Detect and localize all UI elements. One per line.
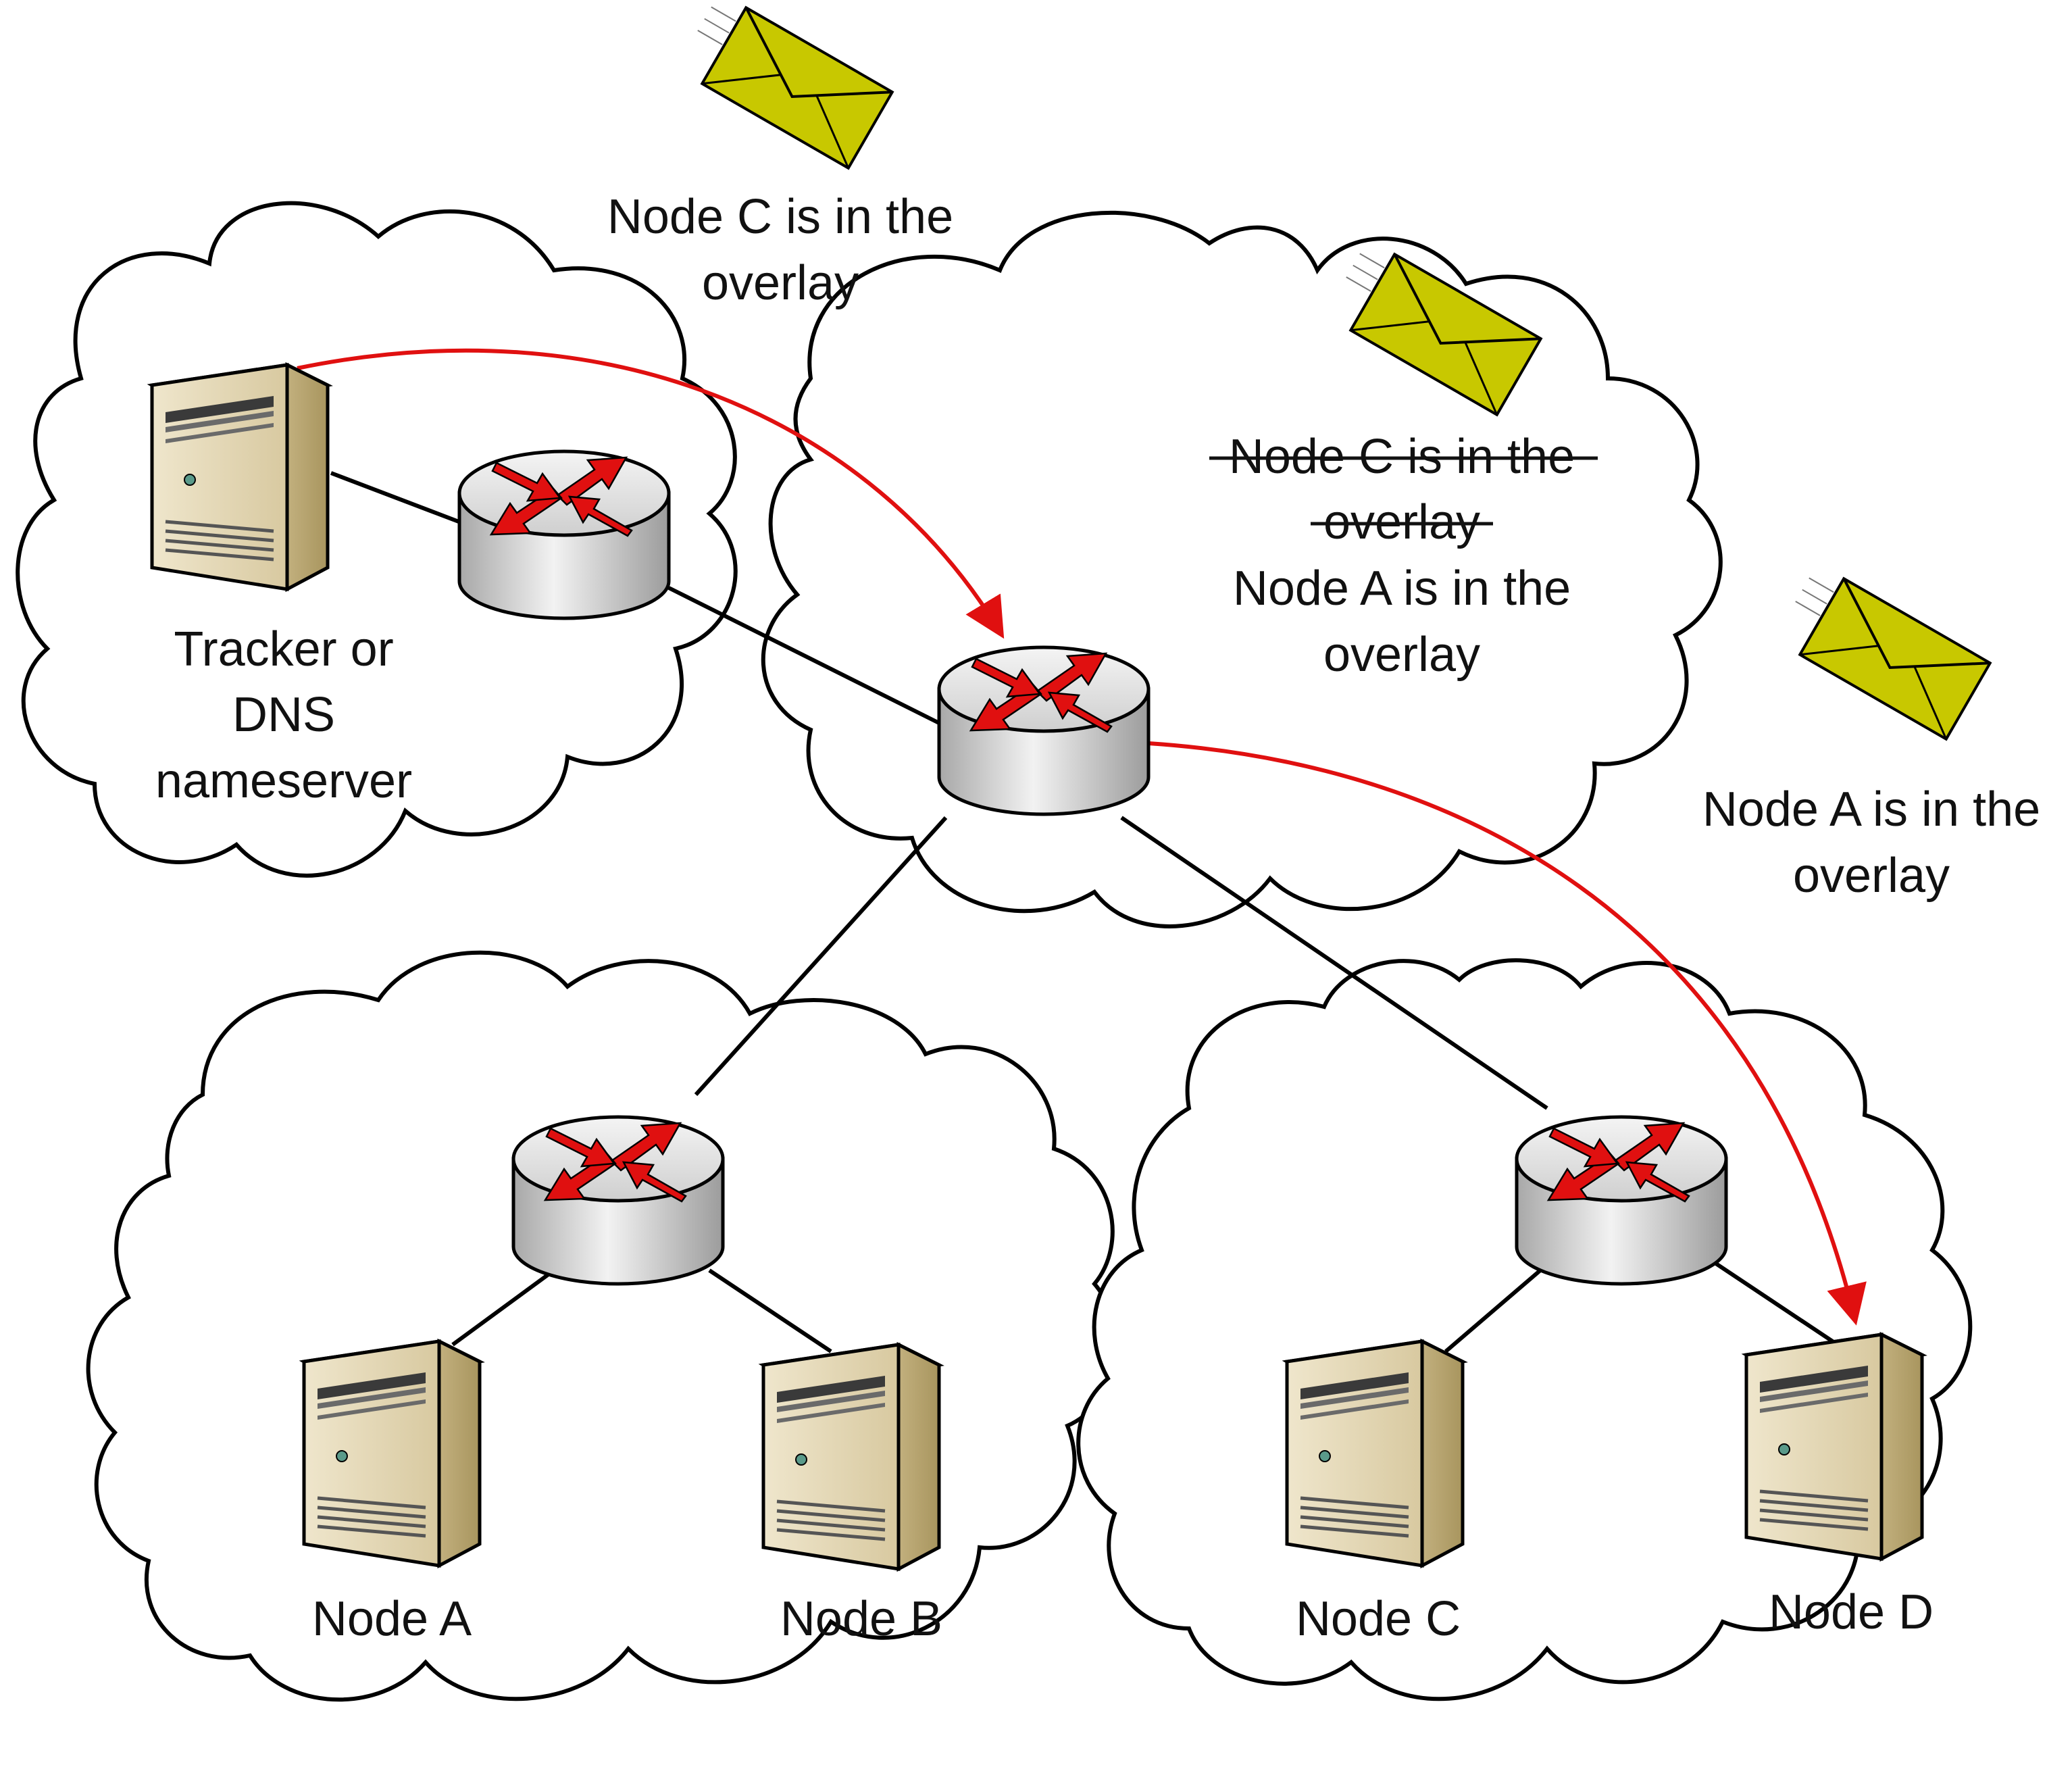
tracker-label-line3: nameserver [155,754,412,808]
node-b-label: Node B [780,1592,942,1646]
link-right-nodec [1444,1268,1542,1353]
link-router-core [667,586,940,725]
cloud-left [86,950,1119,1702]
message-core-new-line2: overlay [1323,628,1480,682]
link-core-left [694,816,948,1097]
server-icon [304,1341,480,1566]
tracker-label: Tracker or DNS nameserver [155,622,412,808]
link-left-nodeb [708,1268,832,1353]
server-icon [1287,1341,1463,1566]
message-top: Node C is in the overlay [607,190,953,310]
router-icon [513,1117,723,1284]
flow-arrow-tracker-to-core [297,348,1005,639]
tracker-label-line2: DNS [232,688,335,742]
envelope-icon [674,0,894,170]
node-d-label: Node D [1769,1585,1934,1639]
message-core: Node C is in the overlay Node A is in th… [1209,430,1598,682]
message-right-line2: overlay [1793,849,1950,903]
router-icon [459,451,669,618]
message-flow [297,348,1867,1326]
node-c-label: Node C [1296,1592,1461,1646]
flow-arrow-core-to-noded [1148,741,1867,1326]
envelope-icon [1772,562,1992,741]
router-icon [939,647,1148,814]
message-top-line2: overlay [702,256,859,310]
message-core-new-line1: Node A is in the [1233,562,1571,616]
link-left-nodea [451,1268,555,1347]
server-icon [152,365,328,589]
tracker-label-line1: Tracker or [174,622,393,676]
link-tracker-router [330,471,474,529]
message-top-line1: Node C is in the [607,190,953,244]
cloud-tracker [16,201,738,878]
server-icon [763,1345,939,1569]
router-icon [1517,1117,1726,1284]
network-links [330,471,1839,1353]
server-icon [1746,1335,1922,1559]
message-right: Node A is in the overlay [1702,782,2040,903]
node-a-label: Node A [312,1592,472,1646]
link-core-right [1120,816,1548,1110]
message-right-line1: Node A is in the [1702,782,2040,837]
link-right-noded [1715,1262,1839,1347]
